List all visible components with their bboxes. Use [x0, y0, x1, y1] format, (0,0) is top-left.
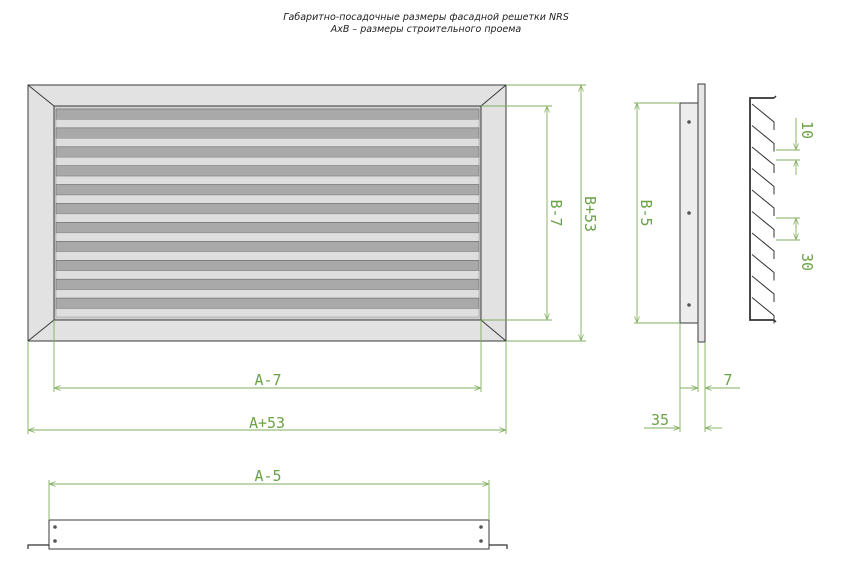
dim-blade-gap: 10: [776, 118, 816, 175]
label-inner-height: B-7: [547, 199, 565, 226]
dim-outer-width: A+53: [27, 341, 507, 434]
dim-bottom-width: A-5: [48, 467, 490, 520]
section-blade: [751, 189, 775, 216]
section-blade: [751, 125, 775, 152]
section-blade: [751, 168, 775, 195]
label-flange-thickness: 7: [723, 371, 732, 389]
section-blade: [751, 232, 775, 259]
louver-gap: [55, 156, 480, 166]
screw-hole-bottom: [687, 303, 691, 307]
bottom-hole-bl: [53, 539, 57, 543]
dim-blade-angle: 30: [776, 217, 816, 271]
louver-gap: [55, 270, 480, 280]
louver-blade: [55, 297, 480, 309]
dim-inner-width: A-7: [53, 320, 482, 392]
louver-gap: [55, 232, 480, 242]
bottom-hole-br: [479, 539, 483, 543]
dim-inner-height: B-7: [481, 105, 565, 321]
bottom-body: [48, 519, 490, 550]
diagram-subtitle: AxB – размеры строительного проема: [330, 24, 522, 35]
frame-miter-bl: [27, 319, 55, 342]
louver-gap: [55, 175, 480, 185]
bottom-view: [27, 519, 508, 550]
dim-outer-height: B+53: [506, 84, 599, 342]
louver-gap: [55, 194, 480, 204]
section-blade: [751, 211, 775, 238]
bottom-hole-tl: [53, 525, 57, 529]
dim-depth: 35: [644, 323, 722, 432]
louver-blade: [55, 241, 480, 253]
frame-miter-br: [480, 319, 507, 342]
label-depth: 35: [651, 411, 669, 429]
dim-flange-thickness: 7: [680, 342, 740, 392]
louver-blade: [55, 222, 480, 234]
louver-gap: [55, 213, 480, 223]
label-outer-width: A+53: [249, 414, 285, 432]
louver-blade: [55, 278, 480, 290]
side-view: [679, 83, 706, 343]
label-blade-gap: 10: [798, 121, 816, 139]
diagram-title: Габаритно-посадочные размеры фасадной ре…: [283, 12, 569, 23]
louver-gap: [55, 138, 480, 148]
label-outer-height: B+53: [581, 196, 599, 232]
side-flange: [697, 83, 706, 343]
dim-side-height: B-5: [634, 102, 680, 324]
louver-gap: [55, 289, 480, 299]
section-blade: [751, 297, 775, 324]
section-frame: [749, 97, 774, 321]
frame-miter-tl: [27, 84, 55, 107]
louver-gap: [55, 119, 480, 129]
frame-miter-tr: [480, 84, 507, 107]
section-view: [749, 95, 777, 324]
label-inner-width: A-7: [254, 371, 281, 389]
label-bottom-width: A-5: [254, 467, 281, 485]
louver-blade: [55, 108, 480, 120]
section-blade: [751, 254, 775, 281]
front-view: [27, 84, 507, 342]
louver-blades: [55, 108, 480, 318]
section-blade: [751, 103, 775, 130]
louver-blade: [55, 203, 480, 215]
louver-gap: [55, 251, 480, 261]
screw-hole-top: [687, 120, 691, 124]
screw-hole-middle: [687, 211, 691, 215]
louver-blade: [55, 259, 480, 271]
louver-blade: [55, 165, 480, 177]
section-blade: [751, 275, 775, 302]
label-side-height: B-5: [637, 199, 655, 226]
label-blade-angle: 30: [798, 253, 816, 271]
section-blade: [751, 146, 775, 173]
section-blades: [751, 103, 775, 324]
louver-blade: [55, 146, 480, 158]
louver-gap: [55, 308, 480, 318]
louver-blade: [55, 127, 480, 139]
louver-blade: [55, 184, 480, 196]
bottom-hole-tr: [479, 525, 483, 529]
